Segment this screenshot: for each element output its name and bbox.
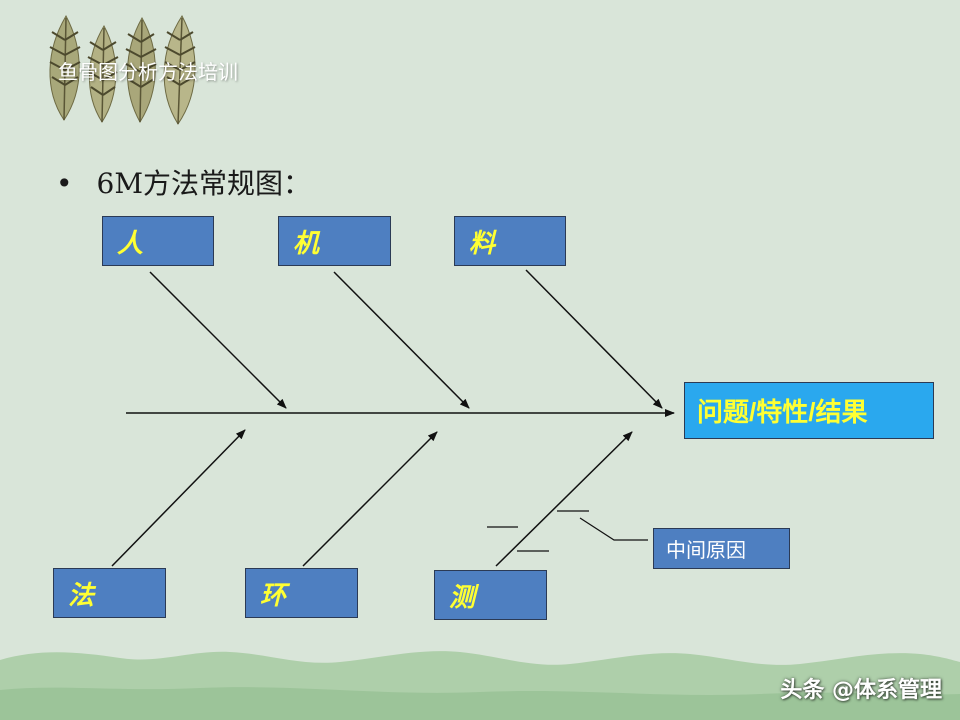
cause-label-fa: 法 — [68, 580, 95, 611]
heading-text: 6M方法常规图： — [96, 167, 312, 200]
cause-box-ji: 机 — [278, 216, 391, 266]
middle-cause-box: 中间原因 — [653, 528, 790, 569]
cause-box-ce: 测 — [434, 570, 547, 620]
cause-label-ce: 测 — [449, 582, 476, 613]
cause-box-huan: 环 — [245, 568, 358, 618]
slide-title: 鱼骨图分析方法培训 — [58, 60, 238, 84]
middle-cause-label: 中间原因 — [666, 538, 746, 562]
watermark: 头条 @体系管理 — [780, 678, 942, 703]
cause-label-ji: 机 — [293, 228, 320, 259]
result-box: 问题/特性/结果 — [684, 382, 934, 439]
cause-label-liao: 料 — [469, 228, 496, 259]
bullet-dot: • — [56, 167, 73, 200]
cause-label-huan: 环 — [260, 580, 287, 611]
bone-ji — [333, 271, 470, 409]
cause-box-fa: 法 — [53, 568, 166, 618]
callout-line — [579, 517, 648, 541]
cause-box-liao: 料 — [454, 216, 566, 266]
leaves-icon — [49, 14, 196, 125]
bullet-heading: • 6M方法常规图： — [56, 162, 311, 202]
bone-ren — [149, 271, 287, 409]
bone-liao — [525, 269, 663, 409]
bone-ce — [495, 431, 633, 567]
bone-fa — [111, 429, 246, 567]
cause-box-ren: 人 — [102, 216, 214, 266]
bone-huan — [302, 431, 438, 567]
cause-label-ren: 人 — [117, 228, 144, 259]
result-label: 问题/特性/结果 — [697, 397, 868, 427]
